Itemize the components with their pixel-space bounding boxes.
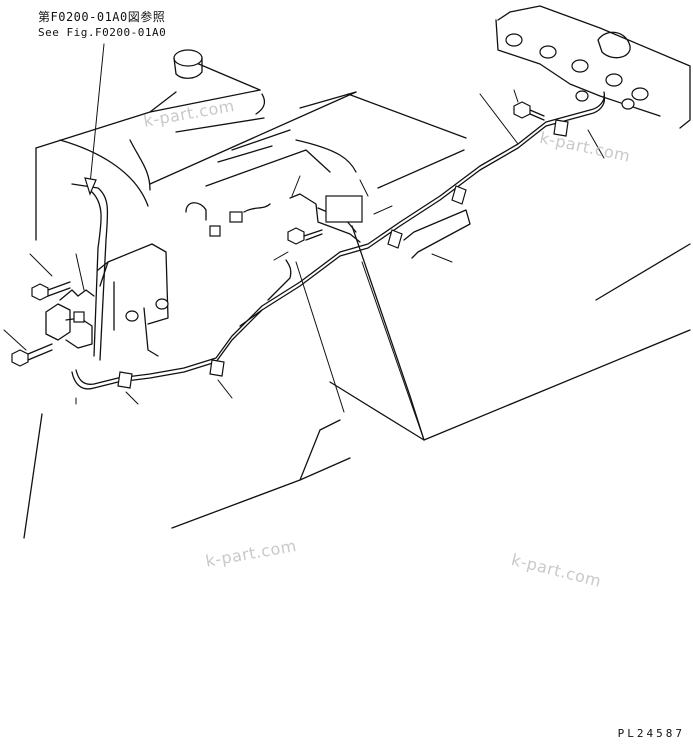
engine-block-outline — [35, 61, 467, 241]
filler-cap — [173, 49, 203, 79]
figure-reference-japanese: 第F0200-01A0図参照 — [38, 10, 166, 24]
left-mount — [97, 243, 169, 357]
leader-lines — [3, 43, 605, 441]
left-brackets — [45, 289, 95, 349]
center-fittings — [209, 193, 363, 327]
bolt-left-lower — [11, 343, 53, 367]
bolt-left-upper — [31, 281, 71, 301]
exhaust-manifold — [495, 5, 691, 129]
bolt-top-center — [287, 227, 323, 245]
dipstick — [71, 183, 109, 361]
bolt-upper-right — [513, 101, 545, 121]
plate-number: PL24587 — [617, 727, 685, 740]
tube-clamps — [117, 119, 569, 389]
figure-reference-english: See Fig.F0200-01A0 — [38, 26, 167, 39]
tube-line — [71, 91, 606, 390]
